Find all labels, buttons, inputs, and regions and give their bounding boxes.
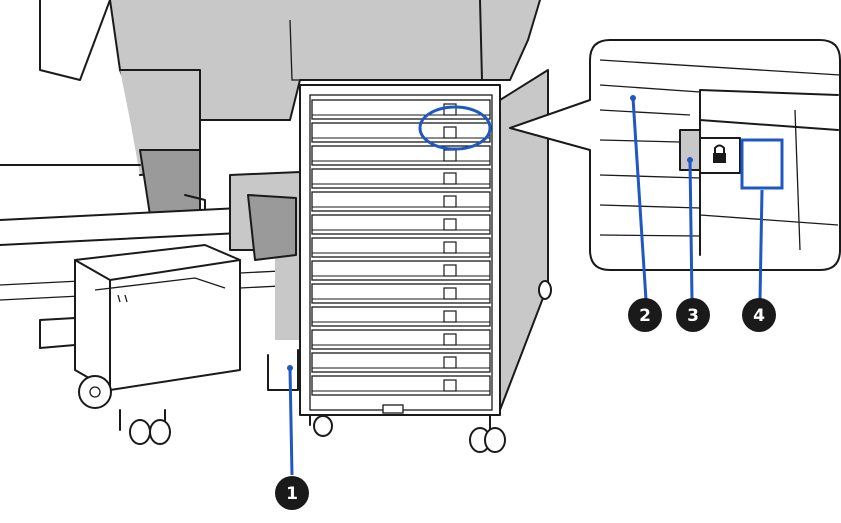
callout-lines	[287, 95, 764, 476]
tray-lock	[443, 241, 457, 254]
tray	[311, 214, 491, 235]
tray-lock	[443, 149, 457, 162]
callout-badge-4: 4	[742, 298, 776, 332]
tray-stack	[311, 99, 491, 396]
tray-lock	[443, 172, 457, 185]
tray	[311, 99, 491, 120]
svg-text:4: 4	[753, 306, 765, 326]
tray-lock	[443, 287, 457, 300]
padlock-icon	[713, 144, 726, 163]
label-area-outline	[740, 138, 784, 190]
tray	[311, 191, 491, 212]
tray	[311, 145, 491, 166]
tray	[311, 260, 491, 281]
callout-badge-1: 1	[275, 476, 309, 510]
zoom-inset	[509, 39, 841, 271]
tray	[311, 306, 491, 327]
tray-lock	[443, 264, 457, 277]
tray-lock	[443, 218, 457, 231]
tray	[311, 283, 491, 304]
tray	[311, 168, 491, 189]
tray-lock	[443, 379, 457, 392]
callout-badge-3: 3	[676, 298, 710, 332]
cabinet-base	[309, 280, 552, 453]
tray-lock	[443, 195, 457, 208]
tray	[311, 352, 491, 373]
tray-lock	[443, 310, 457, 323]
tray	[311, 375, 491, 396]
highlight-oval	[418, 105, 492, 151]
tray	[311, 122, 491, 143]
tray	[311, 329, 491, 350]
media-holder-unit	[39, 244, 241, 445]
tray-lock	[443, 333, 457, 346]
callout-badge-2: 2	[628, 298, 662, 332]
svg-text:3: 3	[687, 306, 699, 326]
tray-lock	[443, 126, 457, 139]
tray-lock	[443, 356, 457, 369]
printer-body	[0, 0, 541, 391]
svg-text:2: 2	[639, 306, 651, 326]
svg-text:1: 1	[286, 484, 298, 504]
tray	[311, 237, 491, 258]
inset-detail	[599, 59, 841, 256]
